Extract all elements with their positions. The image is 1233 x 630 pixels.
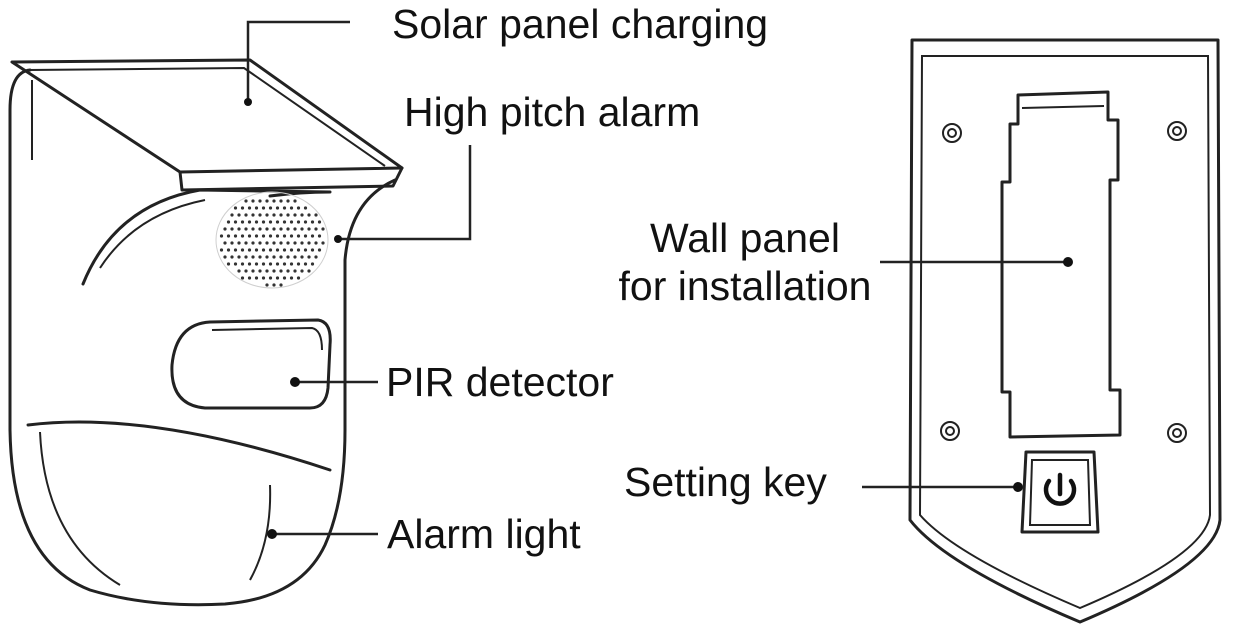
label-wall-panel-line2: for installation [618, 263, 872, 309]
alarm-light-lens [26, 420, 332, 586]
plate-outline [908, 38, 1222, 624]
label-solar-panel-charging: Solar panel charging [392, 1, 769, 47]
leader-pir-detector [290, 377, 378, 387]
screw-hole [1167, 121, 1187, 141]
label-wall-panel: Wall panel for installation [595, 214, 895, 310]
label-alarm-light: Alarm light [387, 511, 581, 557]
screw-hole [940, 421, 960, 441]
label-wall-panel-line1: Wall panel [650, 215, 840, 261]
solar-panel [10, 58, 404, 192]
setting-key[interactable] [1020, 450, 1100, 534]
pir-window [170, 318, 332, 410]
alarm-unit-front-view [8, 58, 404, 607]
leader-wall-panel [880, 257, 1073, 267]
screw-hole [942, 123, 962, 143]
mounting-slot [1000, 90, 1122, 439]
leader-alarm-light [267, 529, 378, 539]
unit-body-outline [8, 68, 397, 607]
wall-plate-back-view [908, 38, 1222, 624]
leader-solar-panel [244, 20, 350, 106]
speaker-grille [215, 191, 329, 289]
label-setting-key: Setting key [624, 459, 827, 505]
power-icon [1043, 472, 1077, 506]
leader-high-pitch-alarm [334, 145, 472, 243]
hood-curve [81, 188, 332, 286]
leader-setting-key [862, 482, 1023, 492]
label-pir-detector: PIR detector [386, 359, 614, 405]
screw-hole [1167, 423, 1187, 443]
plate-inner-outline [918, 55, 1212, 610]
label-high-pitch-alarm: High pitch alarm [404, 89, 701, 135]
